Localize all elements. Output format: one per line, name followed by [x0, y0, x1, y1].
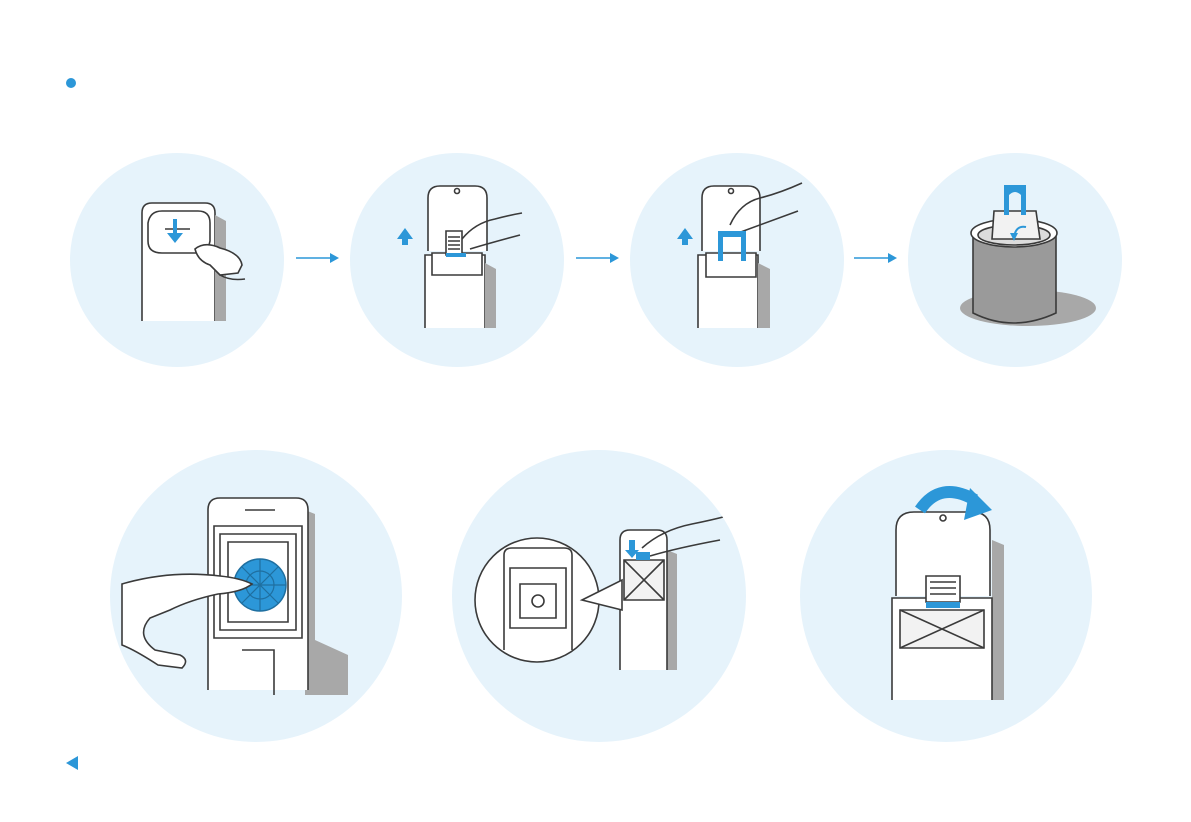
step-3-pull-handle — [630, 153, 844, 367]
step-1-press-release — [70, 153, 284, 367]
previous-page-icon[interactable] — [66, 756, 78, 770]
flow-arrow-3-icon — [854, 252, 898, 264]
step-4-dispose-bag — [908, 153, 1122, 367]
section-bullet-icon — [66, 78, 76, 88]
step-5-clean-filter — [110, 450, 402, 742]
step-6-insert-bag — [452, 450, 746, 742]
flow-arrow-1-icon — [296, 252, 340, 264]
step-7-close-lid — [800, 450, 1092, 742]
flow-arrow-2-icon — [576, 252, 620, 264]
step-2-open-lid-lift — [350, 153, 564, 367]
